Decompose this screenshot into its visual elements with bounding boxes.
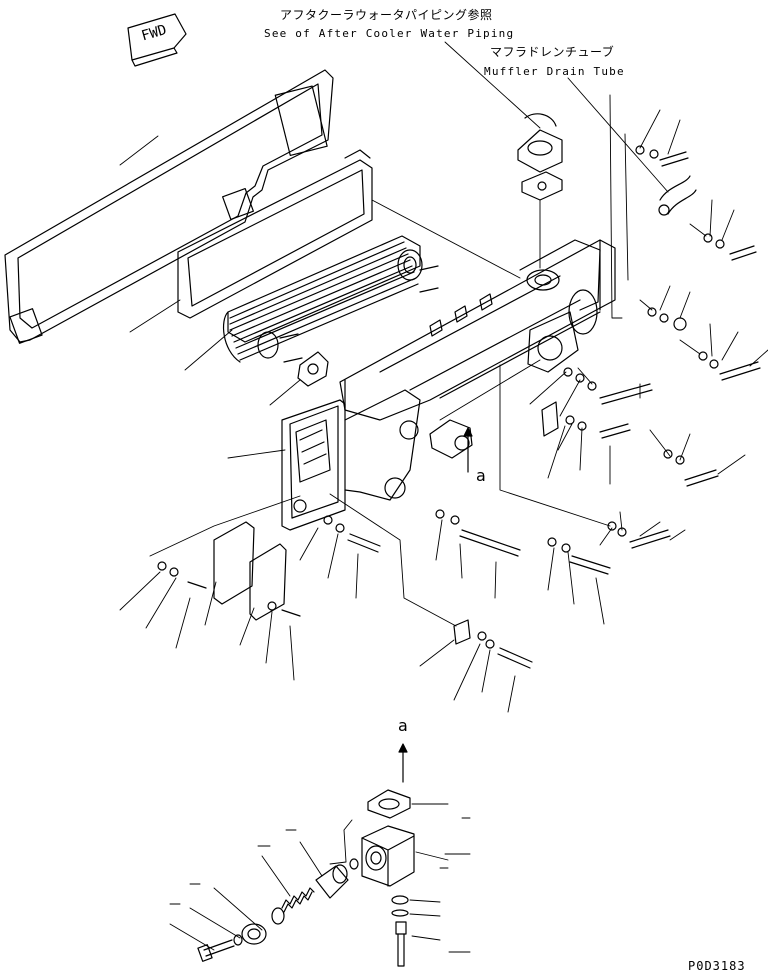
thermostat-fitting [430, 420, 472, 458]
bracket-mid [542, 402, 558, 436]
detail-washer-3 [234, 935, 242, 945]
elbow-gasket [522, 172, 562, 200]
detail-o-ring [350, 859, 358, 869]
detail-leader-lines [170, 804, 470, 952]
detail-plug-bolt [198, 940, 234, 961]
gasket-large [5, 70, 333, 343]
bracket-small [454, 620, 470, 644]
cooler-cover [178, 150, 372, 318]
flange-gasket [298, 352, 328, 386]
muffler-callout-jp: マフラドレンチューブ [490, 45, 615, 59]
detail-washer-1 [392, 896, 408, 904]
bolts-lower [158, 510, 610, 668]
detail-reference-lower: a [398, 716, 408, 735]
detail-washer-2 [392, 910, 408, 916]
drain-tube-clamp [659, 176, 696, 215]
oil-cooler-housing [340, 240, 615, 420]
aftercooler-callout-jp: アフタクーラウォータパイピング参照 [280, 8, 493, 22]
detail-thermostat-housing [362, 826, 414, 886]
detail-gasket [368, 790, 410, 818]
bolts-right [564, 146, 760, 548]
detail-ring [272, 908, 284, 924]
cover-plate-2 [250, 544, 286, 620]
detail-cap [242, 924, 266, 944]
oil-cooler-element [224, 236, 438, 362]
forward-arrow-icon [128, 14, 186, 66]
water-elbow [518, 114, 562, 172]
muffler-callout-en: Muffler Drain Tube [484, 65, 625, 78]
detail-reference-upper: a [476, 466, 486, 485]
detail-spring [282, 888, 314, 912]
drawing-code: P0D3183 [688, 959, 746, 973]
leader-lines [120, 42, 768, 712]
aftercooler-callout-en: See of After Cooler Water Piping [264, 27, 515, 40]
detail-arrow-icon [399, 744, 407, 782]
side-housing [282, 390, 420, 530]
detail-arrow-icon [464, 428, 472, 472]
detail-sleeve [316, 865, 348, 898]
cover-plate-1 [214, 522, 254, 604]
detail-bolt [396, 922, 406, 966]
